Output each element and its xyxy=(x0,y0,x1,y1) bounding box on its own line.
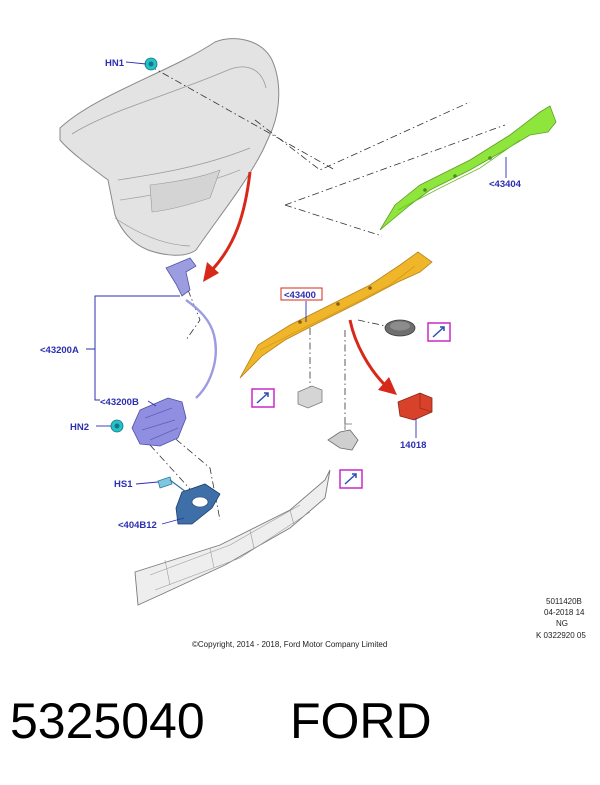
arrow-reference-icon xyxy=(339,469,363,489)
connector-block xyxy=(297,385,323,409)
callout-43400-box xyxy=(280,287,323,301)
drawing-ref: K 0322920 05 xyxy=(536,631,586,640)
clip-hn2 xyxy=(110,419,124,433)
callout-43400: <43400 xyxy=(284,290,316,301)
callout-hn1: HN1 xyxy=(105,58,125,69)
spoiler-yellow-43400 xyxy=(239,251,433,379)
leader-lines xyxy=(86,61,507,525)
red-direction-arrow xyxy=(203,171,252,282)
release-handle xyxy=(165,257,217,399)
arrow-reference-icon xyxy=(427,322,451,342)
rear-panel xyxy=(134,469,331,606)
copyright-notice: ©Copyright, 2014 - 2018, Ford Motor Comp… xyxy=(192,640,387,649)
drawing-info: 5011420B 04-2018 14 NG K 0322920 05 xyxy=(536,597,586,640)
stud-hs1 xyxy=(157,476,187,493)
drawing-region: NG xyxy=(556,619,568,628)
callout-43404: <43404 xyxy=(489,179,522,190)
callout-14018: 14018 xyxy=(400,440,426,451)
drawing-number: 5011420B xyxy=(546,597,582,606)
arrow-reference-icon xyxy=(251,388,275,408)
drawing-date: 04-2018 14 xyxy=(544,608,585,617)
callout-hs1: HS1 xyxy=(114,479,133,490)
callout-labels: HN1 <43404 <43400 <43200A <43200B HN2 14… xyxy=(40,58,522,531)
clip-hn1 xyxy=(144,57,158,71)
bracket-404b12 xyxy=(175,483,221,525)
latch-43200b xyxy=(131,397,187,447)
trunk-lid xyxy=(59,38,280,256)
spoiler-green-43404 xyxy=(379,105,557,231)
brand-name: FORD xyxy=(290,693,432,749)
callout-43200a: <43200A xyxy=(40,345,79,356)
part-number: 5325040 xyxy=(10,693,205,749)
bracket-fitting xyxy=(327,423,359,451)
callout-404b12: <404B12 xyxy=(118,520,157,531)
red-direction-arrow xyxy=(348,319,397,395)
callout-43200b: <43200B xyxy=(100,397,139,408)
callout-hn2: HN2 xyxy=(70,422,89,433)
lamp-disc xyxy=(384,319,416,337)
red-module-14018 xyxy=(397,392,433,421)
